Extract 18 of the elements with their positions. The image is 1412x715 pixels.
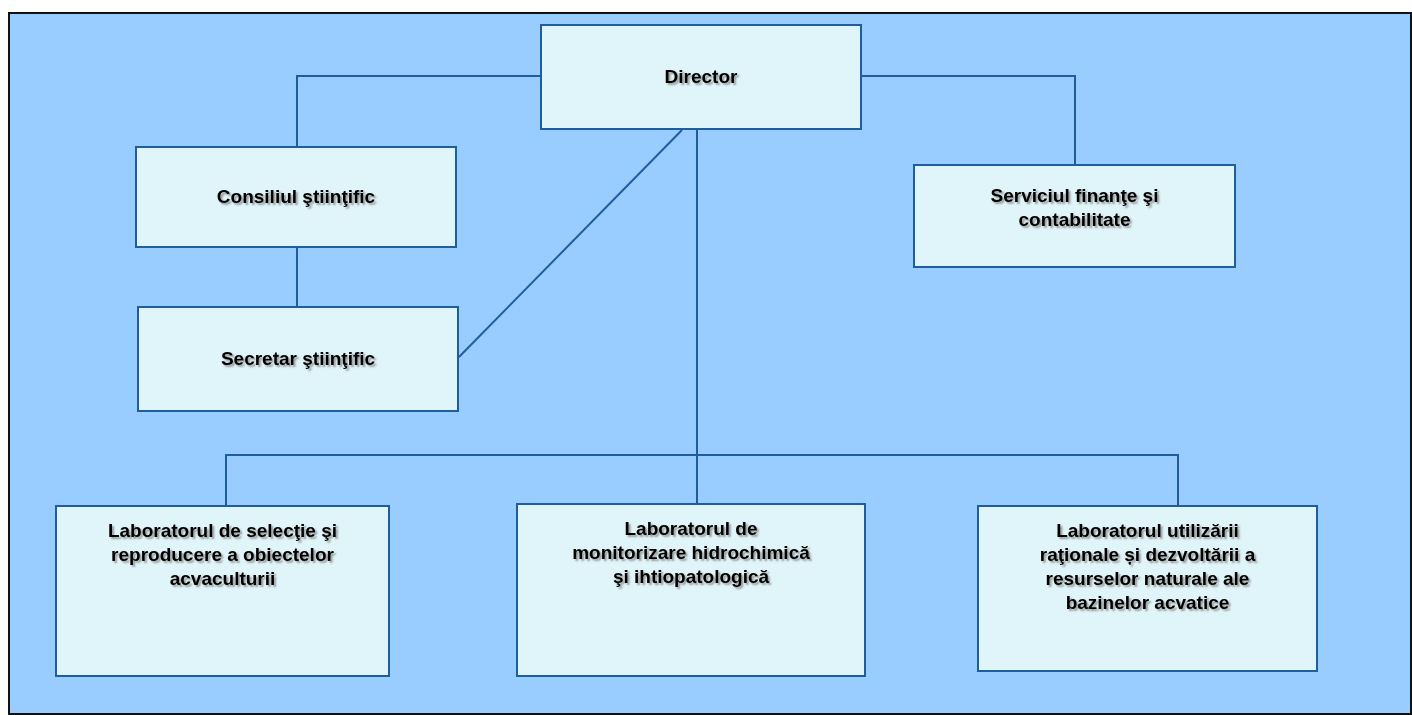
box-label: Secretar ştiinţific — [220, 347, 376, 371]
connector-line — [861, 75, 1076, 165]
org-box — [516, 503, 866, 677]
connector-line — [458, 129, 683, 358]
box-label: Laboratorul de selecţie şi reproducere a obiectelor acvaculturii — [106, 519, 339, 591]
box-label: Consiliul ştiinţific — [216, 185, 376, 209]
box-label: Laboratorul de monitorizare hidrochimică şi ihtiopatologică — [571, 517, 811, 589]
org-box — [55, 505, 390, 677]
org-box — [540, 24, 862, 130]
connector-line — [296, 247, 298, 307]
box-label: Serviciul finanţe şi contabilitate — [989, 184, 1160, 232]
org-box — [913, 164, 1236, 268]
box-label: Director — [664, 65, 738, 89]
org-box — [977, 505, 1318, 672]
connector-line — [296, 75, 541, 147]
org-box — [137, 306, 459, 412]
box-label: Laboratorul utilizării raţionale și dezvoltării a resurselor naturale ale bazinelor acvatice — [1039, 519, 1256, 615]
org-box — [135, 146, 457, 248]
